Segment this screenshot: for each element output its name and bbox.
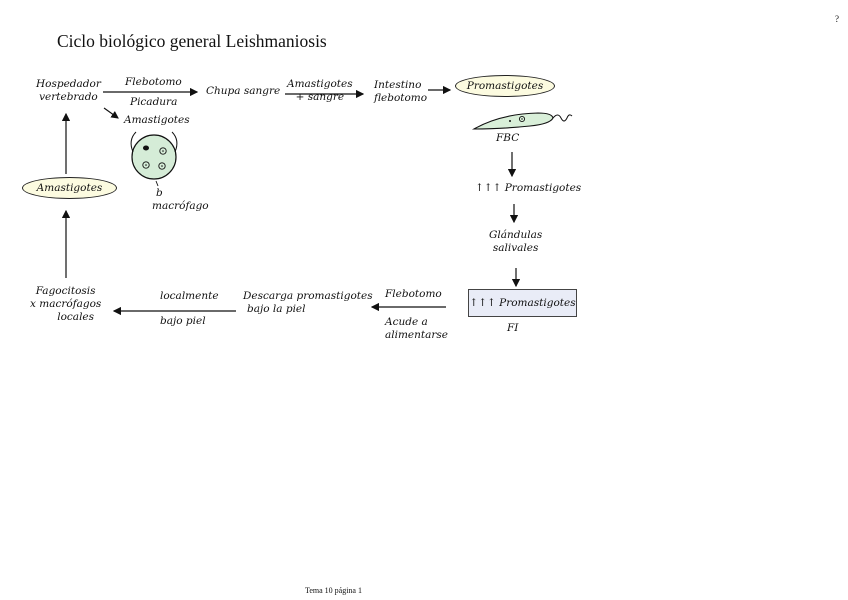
- hospedador-line-1: Hospedador: [36, 78, 101, 90]
- amastigotes-sangre-line-2: + sangre: [295, 91, 345, 103]
- boxed-promastigotes-label: ↑↑↑ Promastigotes: [469, 296, 576, 309]
- intestino-line-2: flebotomo: [374, 92, 428, 104]
- acude-line-1: Acude a: [385, 316, 428, 328]
- node-boxed-promastigotes: ↑↑↑ Promastigotes: [468, 289, 577, 317]
- label-fbc: FBC: [496, 132, 520, 144]
- label-amastigotes-macrophage: Amastigotes: [124, 114, 190, 126]
- page-title: Ciclo biológico general Leishmaniosis: [57, 31, 327, 51]
- promastigote-drawing: [471, 112, 573, 130]
- descarga-line-2: bajo la piel: [247, 303, 306, 315]
- label-flebotomo-top: Flebotomo: [125, 76, 182, 88]
- macrofago-line-2: macrófago: [152, 200, 209, 212]
- node-hospedador-vertebrado: Hospedador vertebrado: [36, 78, 101, 104]
- arrow-to-amastigotes-macrophage: [103, 107, 119, 119]
- node-descarga-promastigotes: Descarga promastigotes bajo la piel: [243, 290, 373, 316]
- node-amastigotes-oval: Amastigotes: [22, 177, 117, 199]
- node-glandulas-salivales: Glándulas salivales: [489, 229, 542, 255]
- label-localmente: localmente: [160, 290, 219, 302]
- fagocitosis-line-1: Fagocitosis: [35, 285, 96, 297]
- amastigotes-sangre-line-1: Amastigotes: [287, 78, 353, 90]
- label-acude-alimentarse: Acude a alimentarse: [385, 316, 448, 342]
- fagocitosis-line-2: x macrófagos: [30, 298, 102, 310]
- macrophage-drawing: [130, 131, 178, 187]
- glandulas-line-2: salivales: [492, 242, 539, 254]
- descarga-line-1: Descarga promastigotes: [243, 290, 373, 302]
- page-footer: Tema 10 página 1: [305, 586, 362, 595]
- label-amastigotes-sangre: Amastigotes + sangre: [287, 78, 353, 104]
- hospedador-line-2: vertebrado: [39, 91, 98, 103]
- label-flebotomo-bottom: Flebotomo: [385, 288, 442, 300]
- amastigotes-oval-label: Amastigotes: [36, 181, 103, 194]
- node-chupa-sangre: Chupa sangre: [206, 85, 281, 97]
- acude-line-2: alimentarse: [385, 329, 449, 341]
- corner-mark: ?: [835, 14, 839, 24]
- label-bajo-piel-left: bajo piel: [160, 315, 206, 327]
- node-up-promastigotes: ↑↑↑ Promastigotes: [475, 182, 582, 194]
- node-fagocitosis: Fagocitosis x macrófagos locales: [30, 285, 101, 324]
- node-intestino-flebotomo: Intestino flebotomo: [374, 79, 427, 105]
- macrofago-line-1: b: [156, 187, 163, 199]
- label-fi: FI: [507, 322, 519, 334]
- node-promastigotes-oval: Promastigotes: [455, 75, 555, 97]
- glandulas-line-1: Glándulas: [489, 229, 543, 241]
- fagocitosis-line-3: locales: [57, 311, 95, 323]
- label-picadura: Picadura: [130, 96, 178, 108]
- intestino-line-1: Intestino: [374, 79, 422, 91]
- label-macrofago: b macrófago: [152, 187, 209, 213]
- promastigotes-oval-label: Promastigotes: [466, 79, 544, 92]
